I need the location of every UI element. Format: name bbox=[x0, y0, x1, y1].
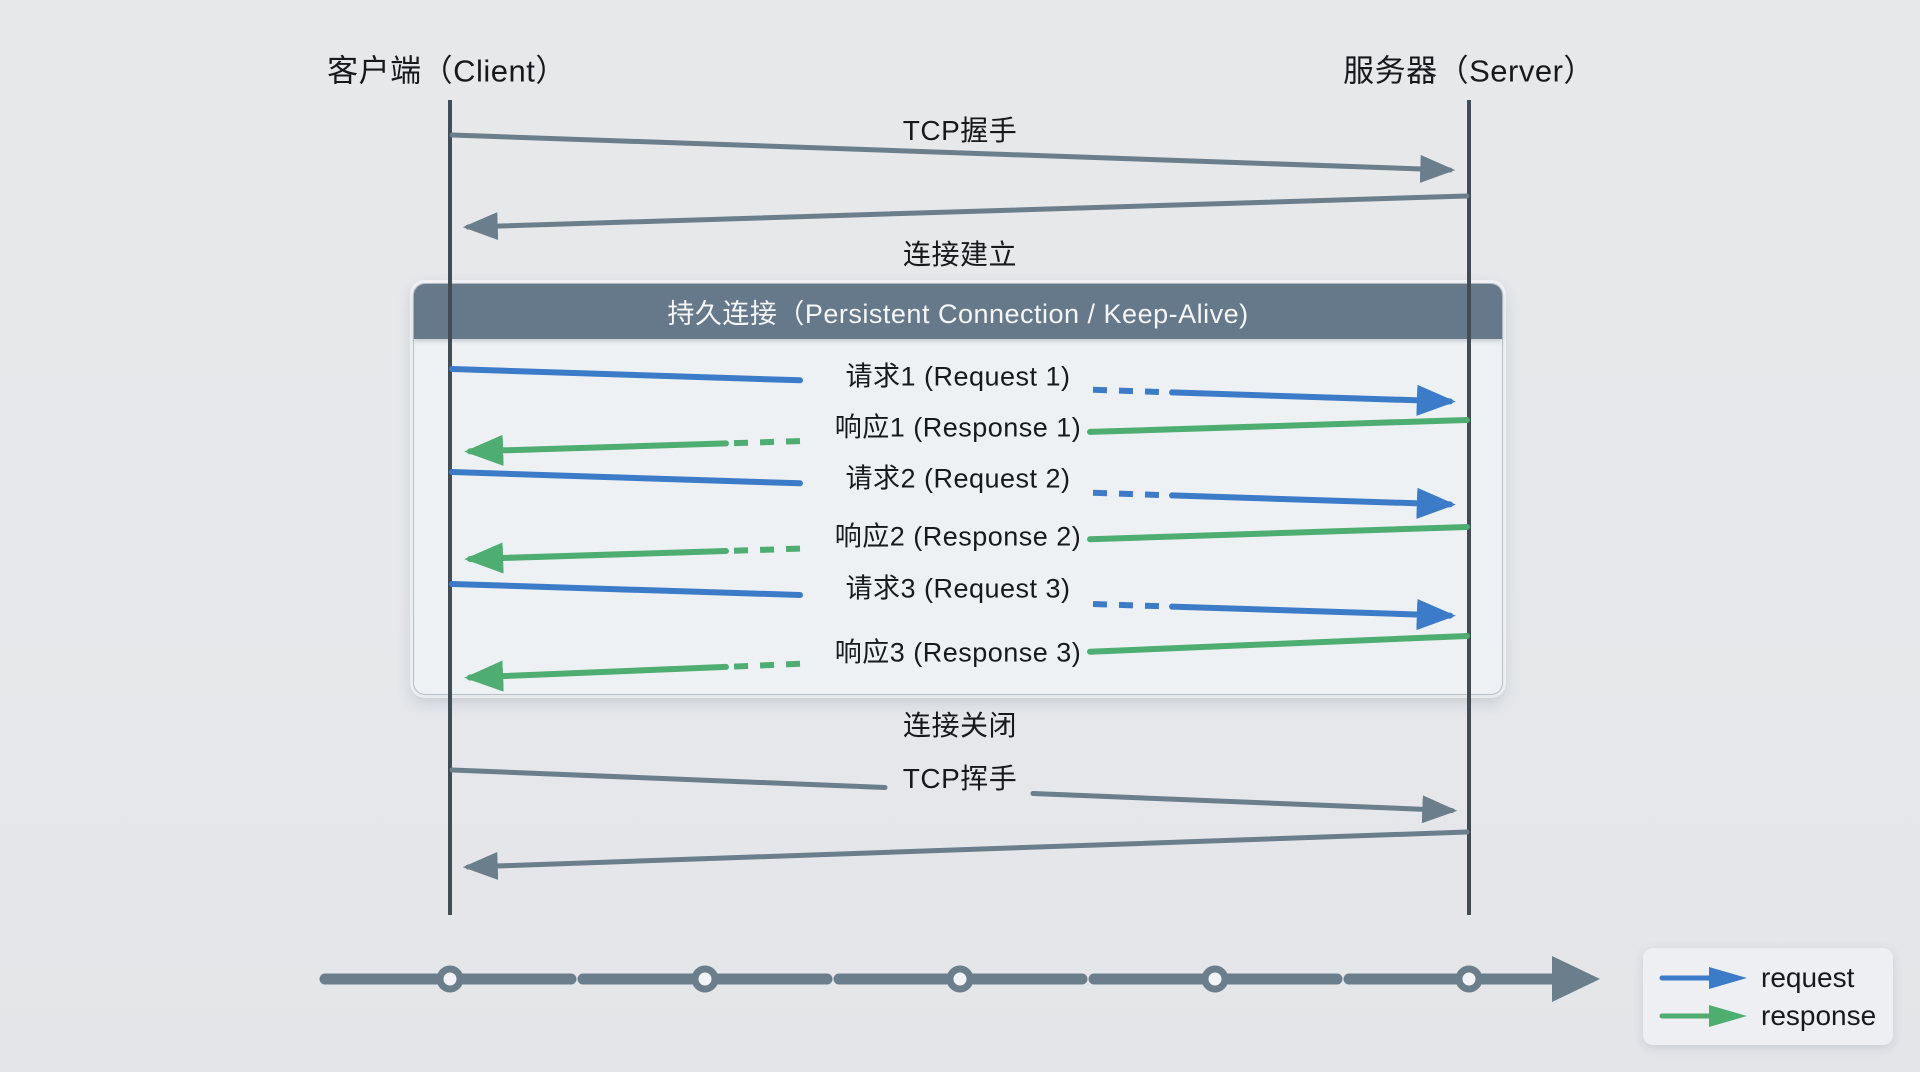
tcp-handshake-label: TCP握手 bbox=[902, 115, 1018, 146]
timeline bbox=[319, 956, 1600, 1002]
connection-established-arrow bbox=[462, 193, 1470, 241]
request2-arrowhead-line bbox=[1169, 487, 1456, 519]
timeline-arrowhead bbox=[1552, 956, 1600, 1002]
request2-dashed bbox=[1092, 489, 1173, 499]
request3-line bbox=[449, 581, 803, 598]
response1-arrowhead-line bbox=[464, 434, 729, 466]
legend-request-row: request bbox=[1659, 962, 1893, 994]
connection-established-label: 连接建立 bbox=[902, 239, 1018, 270]
response3-dashed bbox=[725, 660, 801, 670]
timeline-node bbox=[691, 965, 719, 993]
teardown-arrows bbox=[449, 767, 1470, 880]
request-arrows bbox=[449, 366, 1456, 631]
response3-line bbox=[1087, 633, 1470, 655]
response-arrows bbox=[464, 417, 1470, 692]
timeline-node bbox=[1455, 965, 1483, 993]
keepalive-box: 持久连接（Persistent Connection / Keep-Alive) bbox=[413, 283, 1503, 695]
timeline-node bbox=[1201, 965, 1229, 993]
response3-arrowhead-line bbox=[464, 660, 729, 692]
connection-closed-arrow bbox=[462, 829, 1470, 880]
request1-dashed bbox=[1092, 386, 1173, 396]
connection-closed-label: 连接关闭 bbox=[902, 710, 1018, 741]
tcp-handshake-arrow bbox=[449, 132, 1456, 183]
request2-label: 请求2 (Request 2) bbox=[845, 463, 1071, 494]
lifelines bbox=[448, 100, 1471, 915]
request3-label: 请求3 (Request 3) bbox=[845, 573, 1071, 604]
timeline-node bbox=[946, 965, 974, 993]
response1-dashed bbox=[725, 438, 801, 447]
request-arrow-icon bbox=[1659, 966, 1747, 989]
response1-label: 响应1 (Response 1) bbox=[834, 412, 1082, 443]
timeline-node bbox=[436, 965, 464, 993]
tcp-teardown-arrowhead-line bbox=[1030, 791, 1458, 824]
keepalive-header: 持久连接（Persistent Connection / Keep-Alive) bbox=[414, 284, 1502, 339]
response2-dashed bbox=[725, 545, 801, 554]
response1-line bbox=[1087, 417, 1470, 435]
legend-response-label: response bbox=[1761, 999, 1877, 1031]
response2-arrowhead-line bbox=[464, 542, 729, 574]
tcp-teardown-line-left bbox=[449, 767, 888, 790]
handshake-arrows bbox=[449, 132, 1470, 241]
response2-line bbox=[1087, 524, 1470, 543]
request2-line bbox=[449, 469, 803, 487]
request1-line bbox=[449, 366, 803, 384]
legend-request-label: request bbox=[1761, 961, 1855, 993]
response-arrow-icon bbox=[1659, 1004, 1747, 1027]
tcp-teardown-label: TCP挥手 bbox=[902, 763, 1018, 794]
request3-arrowhead-line bbox=[1169, 598, 1456, 631]
response2-label: 响应2 (Response 2) bbox=[834, 521, 1082, 552]
legend-response-row: response bbox=[1659, 1000, 1893, 1032]
legend: request response bbox=[1643, 948, 1893, 1045]
response3-label: 响应3 (Response 3) bbox=[834, 637, 1082, 668]
server-title: 服务器（Server） bbox=[1343, 53, 1595, 89]
request1-arrowhead-line bbox=[1169, 384, 1456, 416]
request1-label: 请求1 (Request 1) bbox=[845, 361, 1071, 392]
client-title: 客户端（Client） bbox=[327, 53, 567, 89]
request3-dashed bbox=[1092, 601, 1173, 610]
